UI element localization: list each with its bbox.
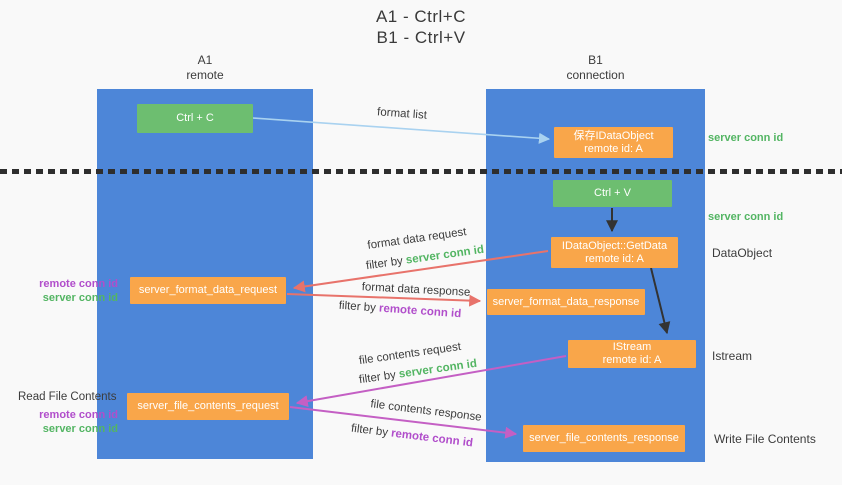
remote-conn-id-label: remote conn id <box>39 409 118 421</box>
node-ctrl-v: Ctrl + V <box>553 180 672 207</box>
node-file-response-label: server_file_contents_response <box>529 432 679 444</box>
title-line-2: B1 - Ctrl+V <box>376 28 466 47</box>
node-file-request-label: server_file_contents_request <box>137 400 279 412</box>
node-format-response-label: server_format_data_response <box>492 295 640 308</box>
arrow-file-contents-response <box>289 406 518 439</box>
node-server-format-data-response: server_format_data_response <box>487 289 645 315</box>
arrow-format-data-response <box>286 293 482 307</box>
server-conn-id-label: server conn id <box>42 292 118 304</box>
node-server-file-contents-request: server_file_contents_request <box>127 393 289 420</box>
arrow-getdata-to-istream <box>650 267 671 335</box>
node-getdata-line1: IDataObject::GetData <box>561 239 668 252</box>
column-header-b1: B1 connection <box>486 53 705 83</box>
side-label-conn-ids-format: remote conn id server conn id <box>15 277 118 305</box>
node-istream: IStream remote id: A <box>568 340 696 368</box>
side-label-server-conn-id-top: server conn id <box>708 132 784 144</box>
side-label-conn-ids-file: remote conn id server conn id <box>15 408 118 436</box>
node-ctrl-v-label: Ctrl + V <box>594 187 631 199</box>
column-a1-role: remote <box>186 68 224 82</box>
node-getdata-line2: remote id: A <box>585 252 644 265</box>
column-b1-role: connection <box>566 68 625 82</box>
side-label-write-file-contents: Write File Contents <box>714 432 816 446</box>
node-format-request-label: server_format_data_request <box>138 284 278 296</box>
node-istream-line2: remote id: A <box>602 354 662 366</box>
node-server-format-data-request: server_format_data_request <box>130 277 286 304</box>
diagram-title: A1 - Ctrl+C B1 - Ctrl+V <box>0 6 842 48</box>
node-ctrl-c: Ctrl + C <box>137 104 253 133</box>
node-save-idataobject-line2: remote id: A <box>584 142 643 155</box>
node-ctrl-c-label: Ctrl + C <box>176 112 214 124</box>
side-label-dataobject: DataObject <box>712 246 773 260</box>
side-label-server-conn-id-mid: server conn id <box>708 211 784 223</box>
title-line-1: A1 - Ctrl+C <box>375 7 467 26</box>
node-server-file-contents-response: server_file_contents_response <box>523 425 685 452</box>
node-istream-line1: IStream <box>612 341 652 353</box>
side-label-istream: Istream <box>712 349 753 363</box>
server-conn-id-label: server conn id <box>42 423 118 435</box>
node-save-idataobject: 保存IDataObject remote id: A <box>554 127 673 158</box>
session-separator-dashed-line <box>0 169 842 174</box>
column-b1-name: B1 <box>588 53 603 67</box>
arrow-file-contents-request <box>295 355 567 408</box>
column-a1-name: A1 <box>197 53 213 67</box>
node-idataobject-getdata: IDataObject::GetData remote id: A <box>551 237 678 268</box>
arrow-format-list <box>252 117 551 144</box>
remote-conn-id-label: remote conn id <box>39 278 118 290</box>
arrow-format-data-request <box>292 250 549 293</box>
column-header-a1: A1 remote <box>97 53 313 83</box>
node-save-idataobject-line1: 保存IDataObject <box>573 129 654 142</box>
side-label-read-file-contents: Read File Contents <box>18 391 117 403</box>
